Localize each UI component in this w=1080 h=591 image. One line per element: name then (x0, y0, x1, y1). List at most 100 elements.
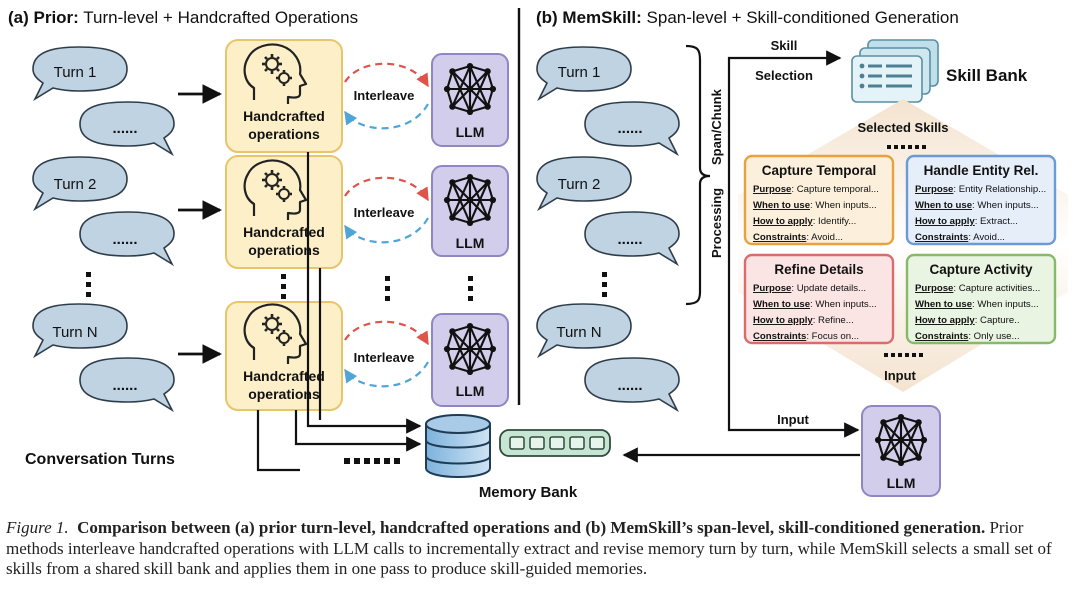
skill-card-title: Capture Activity (929, 262, 1033, 277)
svg-text:Turn 1: Turn 1 (558, 64, 601, 81)
turn-n-ellipsis-bubble: ...... (584, 357, 680, 411)
svg-text:Turn 2: Turn 2 (558, 176, 601, 193)
svg-text:......: ...... (112, 231, 137, 248)
skill-card-field: Purpose: Update details... (753, 283, 866, 294)
svg-text:operations: operations (248, 386, 320, 402)
skill-card-field: Purpose: Entity Relationship... (915, 184, 1046, 195)
selected-skills-hexagon (738, 99, 1068, 392)
skill-bank-label: Skill Bank (946, 66, 1028, 85)
handcrafted-operations-box-2: Handcrafted operations (225, 155, 343, 269)
skill-card-field: Purpose: Capture activities... (915, 283, 1040, 294)
interleave-arrows-2: Interleave (344, 176, 429, 244)
turn-n-bubble: Turn N (536, 303, 632, 357)
turn-2-ellipsis-bubble: ...... (584, 211, 680, 265)
svg-text:LLM: LLM (456, 383, 485, 399)
skill-bank-icon (851, 39, 939, 103)
skill-card-title: Refine Details (774, 262, 863, 277)
panel-b-title: (b) MemSkill: Span-level + Skill-conditi… (536, 8, 959, 27)
memory-write-lines (256, 152, 422, 472)
skill-card-field: Constraints: Avoid... (915, 232, 1005, 243)
figure-caption: Figure 1. Comparison between (a) prior t… (6, 518, 1074, 580)
input-arrow (727, 110, 860, 438)
svg-text:LLM: LLM (887, 475, 916, 491)
skill-card-field: How to apply: Refine... (753, 315, 854, 326)
vertical-dots (86, 272, 91, 297)
skill-card-field: Constraints: Focus on... (753, 331, 859, 342)
llm-box-2: LLM (431, 165, 509, 257)
turn-2-ellipsis-bubble: ...... (79, 211, 175, 265)
memory-write-dots (344, 458, 400, 464)
caption-text: Prior methods interleave handcrafted ope… (6, 518, 1052, 578)
conversation-turns-label: Conversation Turns (25, 451, 175, 468)
svg-text:Handcrafted: Handcrafted (243, 224, 325, 240)
skill-card-field: How to apply: Identify... (753, 216, 856, 227)
skill-card-title: Handle Entity Rel. (924, 163, 1039, 178)
turn-1-bubble: Turn 1 (536, 46, 632, 100)
skill-card-2: Handle Entity Rel. Purpose: Entity Relati… (905, 154, 1057, 246)
span-chunk-label: Span/Chunk (709, 88, 724, 165)
figure-diagram: (a) Prior: Turn-level + Handcrafted Oper… (8, 8, 1068, 501)
turn-2-bubble: Turn 2 (32, 156, 128, 210)
caption-label: Figure 1. (6, 518, 69, 537)
vertical-dots (385, 276, 390, 301)
turn-n-label: Turn N (52, 324, 97, 341)
input-label-top: Input (884, 368, 916, 383)
svg-text:Handcrafted: Handcrafted (243, 368, 325, 384)
skill-card-field: How to apply: Extract... (915, 216, 1018, 227)
svg-text:LLM: LLM (456, 235, 485, 251)
llm-box-1: LLM (431, 53, 509, 147)
turn-1-label: Turn 1 (54, 64, 97, 81)
turn-n-ellipsis-bubble: ...... (79, 357, 175, 411)
skill-selection-arrow (727, 50, 842, 110)
llm-box-3: LLM (431, 313, 509, 407)
skill-card-field: Constraints: Avoid... (753, 232, 843, 243)
vertical-dots (281, 274, 286, 299)
svg-text:Interleave: Interleave (354, 350, 415, 365)
memory-bank-slots (499, 429, 611, 457)
vertical-dots (468, 276, 473, 301)
turn-2-bubble: Turn 2 (536, 156, 632, 210)
turn-1-bubble: Turn 1 (32, 46, 128, 100)
handcrafted-operations-box-1: Handcrafted operations (225, 39, 343, 153)
selected-skills-label: Selected Skills (857, 120, 948, 135)
input-label-bottom: Input (777, 412, 809, 427)
svg-text:Handcrafted: Handcrafted (243, 108, 325, 124)
turn-n-bubble: Turn N (32, 303, 128, 357)
svg-text:......: ...... (112, 120, 137, 137)
turn-2-label: Turn 2 (54, 176, 97, 193)
skill-card-field: When to use: When inputs... (915, 299, 1039, 310)
skill-label: Skill (771, 38, 798, 53)
svg-text:Interleave: Interleave (354, 88, 415, 103)
handcrafted-operations-box-3: Handcrafted operations (225, 301, 343, 411)
svg-text:......: ...... (617, 377, 642, 394)
svg-text:operations: operations (248, 126, 320, 142)
dots-bottom (884, 353, 923, 357)
turn-1-ellipsis-bubble: ...... (79, 101, 175, 155)
turn-1-ellipsis-bubble: ...... (584, 101, 680, 155)
svg-text:......: ...... (112, 377, 137, 394)
memory-bank-label: Memory Bank (479, 484, 578, 501)
panel-a-title: (a) Prior: Turn-level + Handcrafted Oper… (8, 8, 358, 27)
svg-text:Interleave: Interleave (354, 205, 415, 220)
vertical-dots (602, 272, 607, 297)
svg-text:LLM: LLM (456, 124, 485, 140)
processing-label: Processing (709, 188, 724, 258)
skill-card-field: Purpose: Capture temporal... (753, 184, 879, 195)
memory-bank-database-icon (425, 414, 491, 478)
svg-text:operations: operations (248, 242, 320, 258)
svg-text:......: ...... (617, 120, 642, 137)
caption-bold: Comparison between (a) prior turn-level,… (77, 518, 986, 537)
selection-label: Selection (755, 68, 813, 83)
span-brace (685, 44, 711, 306)
dots-top (887, 145, 926, 149)
interleave-arrows-1: Interleave (344, 62, 429, 130)
skill-card-field: When to use: When inputs... (753, 299, 877, 310)
llm-box-main: LLM (861, 405, 941, 497)
skill-card-field: When to use: When inputs... (915, 200, 1039, 211)
interleave-arrows-3: Interleave (344, 320, 429, 388)
svg-text:......: ...... (617, 231, 642, 248)
